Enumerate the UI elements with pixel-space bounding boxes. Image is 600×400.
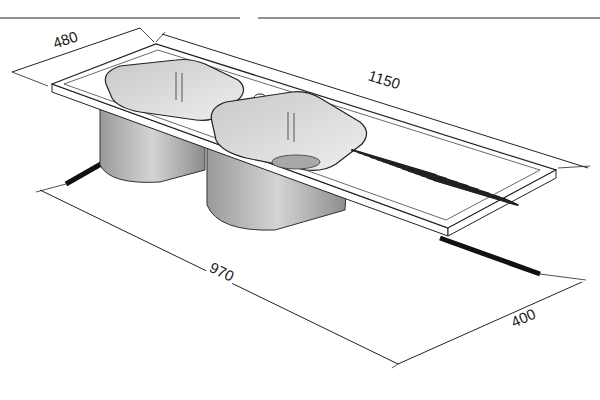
dimension-label: 400	[507, 305, 540, 332]
dimension-label: 480	[50, 27, 83, 52]
dimension-label: 1150	[364, 67, 404, 93]
dimension-label: 970	[205, 258, 238, 286]
